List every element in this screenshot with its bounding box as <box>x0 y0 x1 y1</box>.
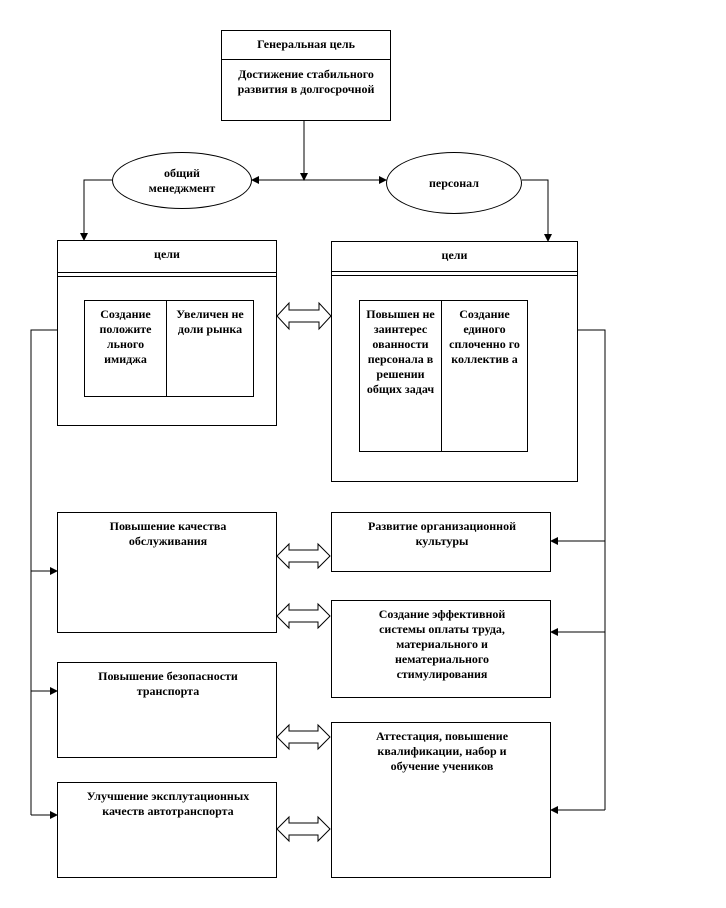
double-arrow-4 <box>276 815 331 843</box>
left-goals-divider-1 <box>58 272 276 273</box>
double-arrow-goals <box>276 301 332 331</box>
left-sub-box-1: Создание положите льного имиджа <box>84 300 167 397</box>
double-arrow-1 <box>276 542 331 570</box>
left-bus-line <box>30 329 58 815</box>
double-arrow-2 <box>276 602 331 630</box>
management-ellipse: общий менеджмент <box>112 152 252 209</box>
right-sub-box-2: Создание единого сплоченно го коллектив … <box>441 300 528 452</box>
right-task-box-1: Развитие организационной культуры <box>331 512 551 572</box>
right-task-box-3: Аттестация, повышение квалификации, набо… <box>331 722 551 878</box>
general-goal-divider <box>222 59 390 60</box>
personnel-to-goals-arrow <box>522 179 552 242</box>
right-task-text-2: Создание эффективной системы оплаты труд… <box>378 607 506 681</box>
left-sub-text-2: Увеличен не доли рынка <box>176 307 244 336</box>
left-task-text-2: Повышение безопасности транспорта <box>98 669 238 698</box>
left-goals-divider-2 <box>58 276 276 277</box>
right-task-box-2: Создание эффективной системы оплаты труд… <box>331 600 551 698</box>
right-task-text-1: Развитие организационной культуры <box>367 519 517 548</box>
left-sub-box-2: Увеличен не доли рынка <box>166 300 254 397</box>
general-goal-box: Генеральная цель Достижение стабильного … <box>221 30 391 121</box>
right-goals-divider-2 <box>332 275 577 276</box>
management-ellipse-label: общий менеджмент <box>148 165 216 195</box>
left-task-text-1: Повышение качества обслуживания <box>109 519 227 548</box>
right-goals-divider-1 <box>332 271 577 272</box>
general-goal-header: Генеральная цель <box>257 37 355 51</box>
left-task-box-3: Улучшение эксплутационных качеств автотр… <box>57 782 277 878</box>
right-sub-text-1: Повышен не заинтерес ованности персонала… <box>366 307 435 396</box>
left-sub-text-1: Создание положите льного имиджа <box>99 307 152 366</box>
right-bus-line <box>577 329 606 810</box>
left-task-box-1: Повышение качества обслуживания <box>57 512 277 633</box>
right-task-text-3: Аттестация, повышение квалификации, набо… <box>375 729 509 773</box>
double-arrow-3 <box>276 723 331 751</box>
general-goal-text: Достижение стабильного развития в долгос… <box>237 67 375 96</box>
right-sub-box-1: Повышен не заинтерес ованности персонала… <box>359 300 442 452</box>
management-to-goals-arrow <box>80 179 112 241</box>
left-task-box-2: Повышение безопасности транспорта <box>57 662 277 758</box>
right-goals-title: цели <box>441 248 468 262</box>
personnel-ellipse-label: персонал <box>429 175 479 190</box>
left-task-text-3: Улучшение эксплутационных качеств автотр… <box>86 789 250 818</box>
personnel-ellipse: персонал <box>386 152 522 214</box>
right-sub-text-2: Создание единого сплоченно го коллектив … <box>449 307 520 366</box>
left-goals-title: цели <box>154 247 180 261</box>
